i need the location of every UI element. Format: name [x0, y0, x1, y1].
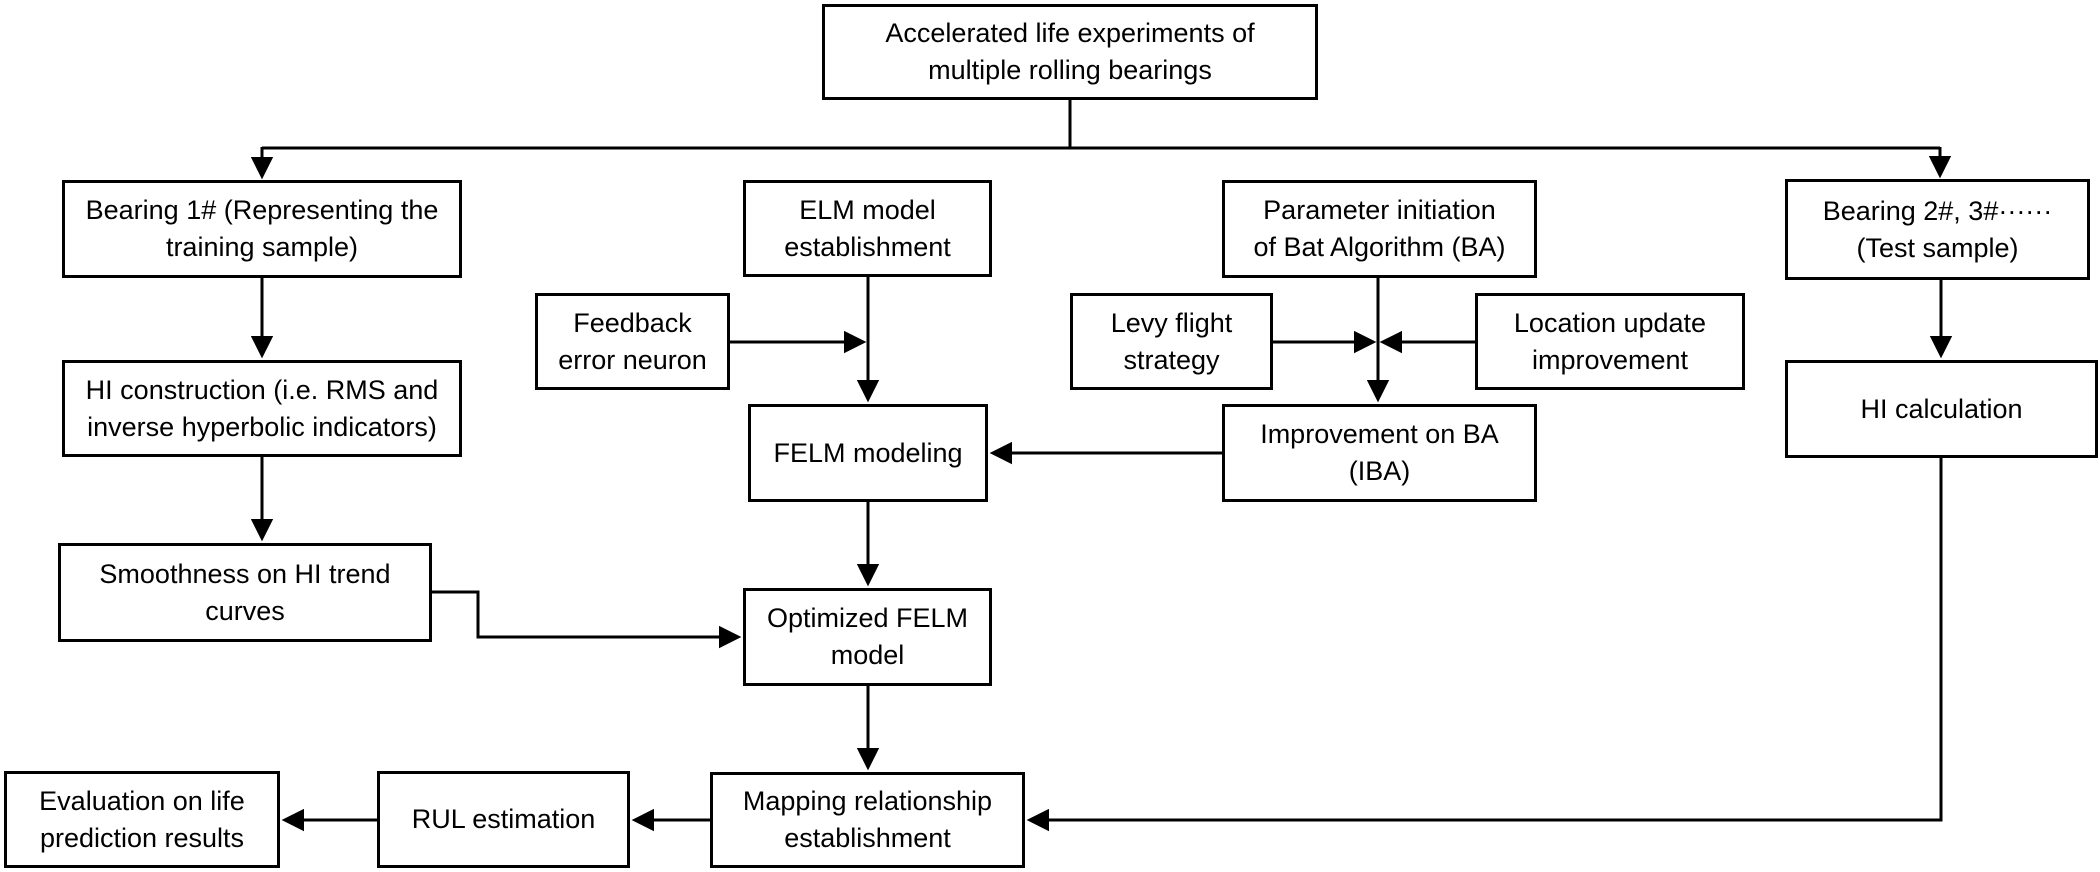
node-label: HI calculation: [1860, 393, 2023, 424]
node-mapping-relationship-establishment: Mapping relationship establishment: [710, 772, 1025, 868]
node-accelerated-life-experiments: Accelerated life experiments of multiple…: [822, 4, 1318, 100]
node-label: Levy flight strategy: [1110, 307, 1233, 375]
edge-smoothness-to-optimized-felm: [432, 590, 742, 649]
node-label: Improvement on BA (IBA): [1260, 419, 1499, 486]
node-label: Optimized FELM model: [766, 603, 969, 670]
node-label: Accelerated life experiments of multiple…: [885, 18, 1255, 85]
node-levy-flight-strategy: Levy flight strategy: [1070, 293, 1273, 390]
node-elm-model-establishment: ELM model establishment: [743, 180, 992, 277]
node-label: FELM modeling: [773, 437, 963, 468]
edge-hi-calculation-to-mapping: [1026, 458, 1943, 832]
node-label: RUL estimation: [411, 804, 596, 834]
node-optimized-felm-model: Optimized FELM model: [743, 588, 992, 686]
node-feedback-error-neuron: Feedback error neuron: [535, 293, 730, 390]
node-label: Location update improvement: [1513, 307, 1707, 375]
node-parameter-initiation-ba: Parameter initiation of Bat Algorithm (B…: [1222, 180, 1537, 278]
node-label: Bearing 2#, 3#······ (Test sample): [1822, 195, 2053, 263]
node-evaluation-life-prediction: Evaluation on life prediction results: [4, 771, 280, 868]
node-location-update-improvement: Location update improvement: [1475, 293, 1745, 390]
node-label: Feedback error neuron: [558, 307, 707, 375]
node-felm-modeling: FELM modeling: [748, 404, 988, 502]
node-label: Parameter initiation of Bat Algorithm (B…: [1253, 195, 1506, 262]
node-rul-estimation: RUL estimation: [377, 771, 630, 868]
node-hi-calculation: HI calculation: [1785, 360, 2098, 458]
node-label: HI construction (i.e. RMS and inverse hy…: [85, 374, 439, 442]
node-hi-construction: HI construction (i.e. RMS and inverse hy…: [62, 360, 462, 457]
node-label: Smoothness on HI trend curves: [99, 558, 391, 626]
node-improvement-on-ba-iba: Improvement on BA (IBA): [1222, 404, 1537, 502]
node-bearing-2-3-test-sample: Bearing 2#, 3#······ (Test sample): [1785, 179, 2090, 280]
node-bearing-1-training-sample: Bearing 1# (Representing the training sa…: [62, 180, 462, 278]
node-smoothness-hi-trend-curves: Smoothness on HI trend curves: [58, 543, 432, 642]
node-label: Bearing 1# (Representing the training sa…: [85, 195, 439, 262]
node-label: Evaluation on life prediction results: [39, 785, 245, 853]
node-label: Mapping relationship establishment: [742, 786, 993, 853]
node-label: ELM model establishment: [784, 194, 951, 262]
